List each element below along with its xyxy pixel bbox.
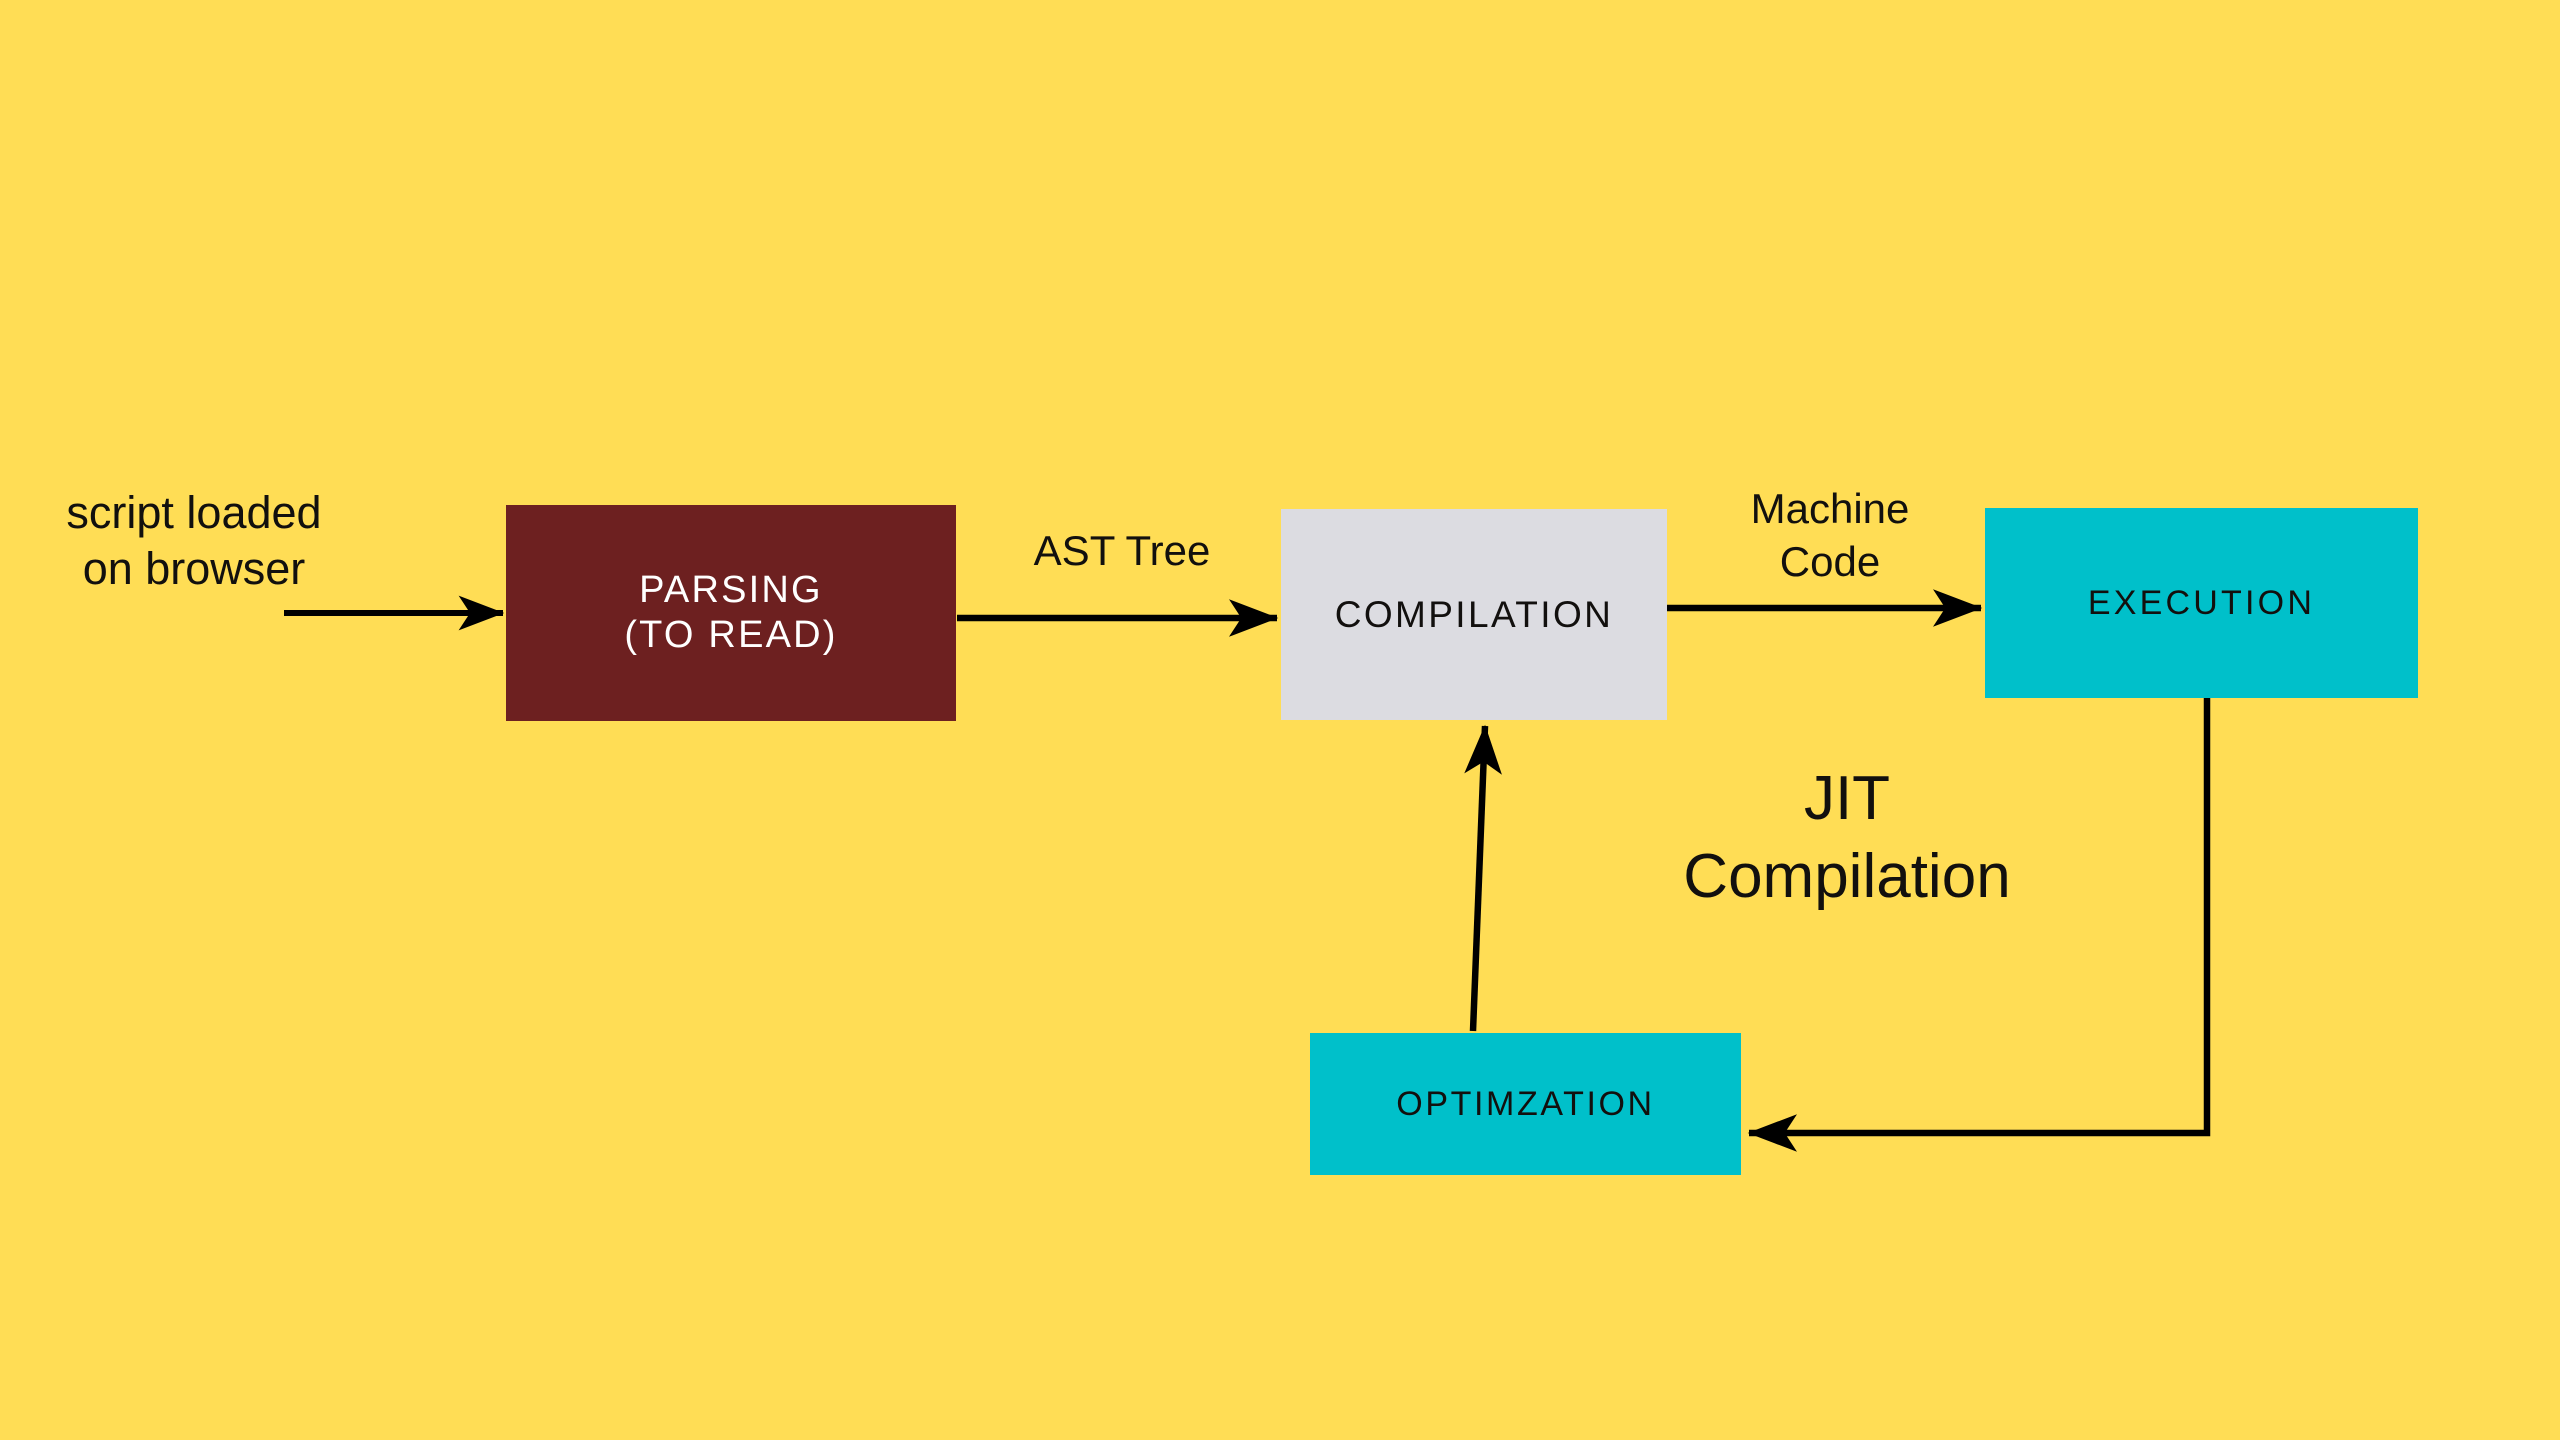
node-execution-label: EXECUTION xyxy=(2087,583,2316,622)
edge-label-machine-code: Machine Code xyxy=(1750,485,1910,585)
node-compilation[interactable]: COMPILATION xyxy=(1281,509,1667,720)
node-execution[interactable]: EXECUTION xyxy=(1985,508,2418,698)
node-optimization[interactable]: OPTIMZATION xyxy=(1310,1033,1741,1175)
node-parsing[interactable]: PARSING (TO READ) xyxy=(506,505,956,721)
edge-execution-to-optimization xyxy=(1747,698,2211,1152)
edge-optimization-to-compilation xyxy=(1464,724,1502,1032)
node-compilation-label: COMPILATION xyxy=(1334,593,1614,635)
edge-label-ast-tree: AST Tree xyxy=(1033,527,1211,574)
node-parsing-label: PARSING (TO READ) xyxy=(624,569,838,656)
node-optimization-label: OPTIMZATION xyxy=(1396,1084,1655,1123)
edge-label-jit-compilation: JIT Compilation xyxy=(1683,764,2011,911)
caption-script-loaded-on-browser: script loaded on browser xyxy=(66,487,322,595)
